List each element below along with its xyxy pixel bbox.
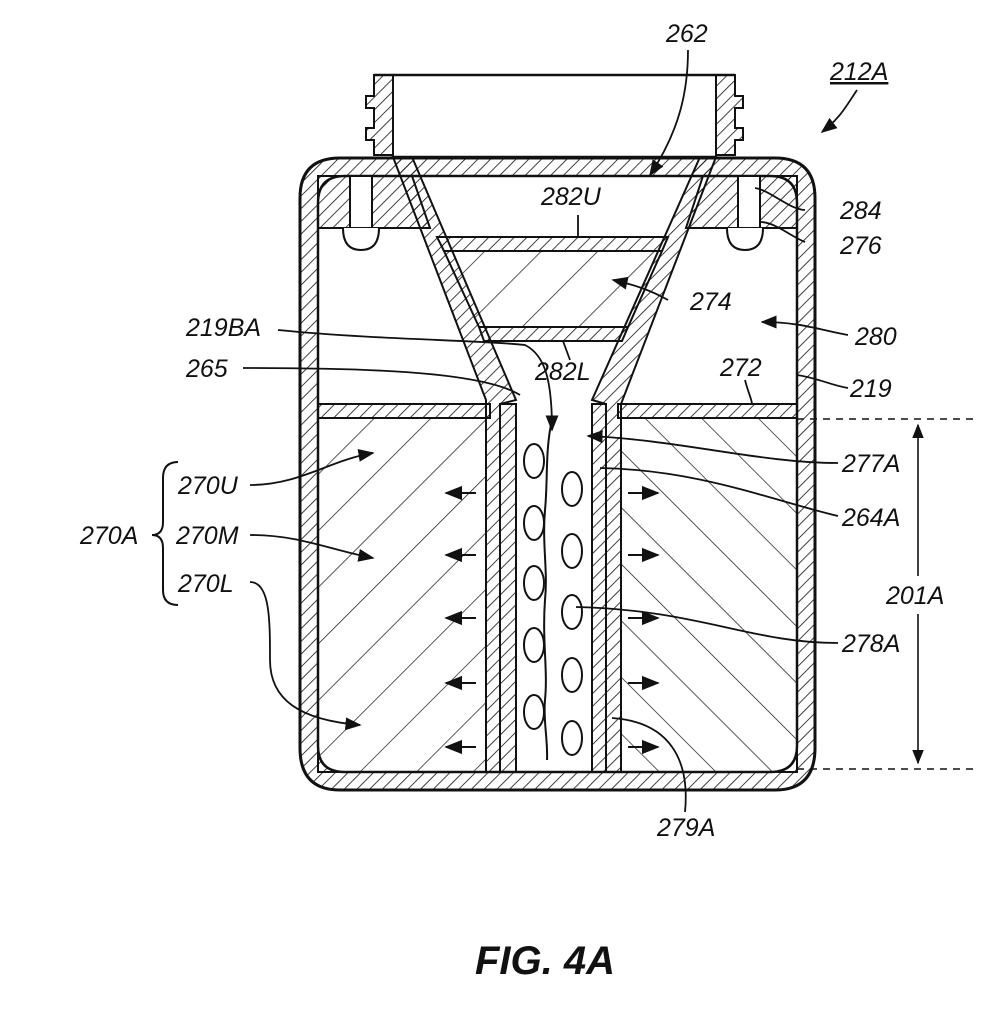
filter-media-274 <box>442 250 664 328</box>
flow-arrows <box>444 485 660 755</box>
gas-bubbles-278A <box>523 419 583 761</box>
inner-tube-wall <box>499 403 607 773</box>
dimension-201A <box>797 418 975 770</box>
label-280: 280 <box>854 323 897 351</box>
screen-282U <box>435 236 670 252</box>
leader-lines <box>242 49 858 813</box>
label-282U: 282U <box>540 183 602 211</box>
label-279A: 279A <box>656 814 715 842</box>
liquid-chamber-right <box>620 417 798 773</box>
label-264A: 264A <box>841 504 900 532</box>
label-270M: 270M <box>175 522 239 550</box>
label-284: 284 <box>839 197 882 225</box>
label-274: 274 <box>689 288 732 316</box>
label-276: 276 <box>839 232 882 260</box>
label-265: 265 <box>185 355 228 383</box>
label-212A: 212A <box>829 58 888 86</box>
label-282L: 282L <box>534 358 591 386</box>
screen-282L <box>477 326 630 342</box>
label-270A: 270A <box>79 522 138 550</box>
label-201A: 201A <box>885 582 944 610</box>
label-219BA: 219BA <box>185 314 261 342</box>
brace-270A <box>151 461 179 606</box>
liquid-chamber-left <box>317 417 487 773</box>
label-219: 219 <box>849 375 892 403</box>
label-270U: 270U <box>177 472 239 500</box>
label-272: 272 <box>719 354 762 382</box>
top-collar-284 <box>317 175 798 252</box>
partition-272 <box>317 403 798 419</box>
label-278A: 278A <box>841 630 900 658</box>
label-262: 262 <box>665 20 708 48</box>
label-277A: 277A <box>841 450 900 478</box>
cap-neck <box>365 73 744 159</box>
figure-caption: FIG. 4A <box>475 939 615 983</box>
label-270L: 270L <box>177 570 234 598</box>
